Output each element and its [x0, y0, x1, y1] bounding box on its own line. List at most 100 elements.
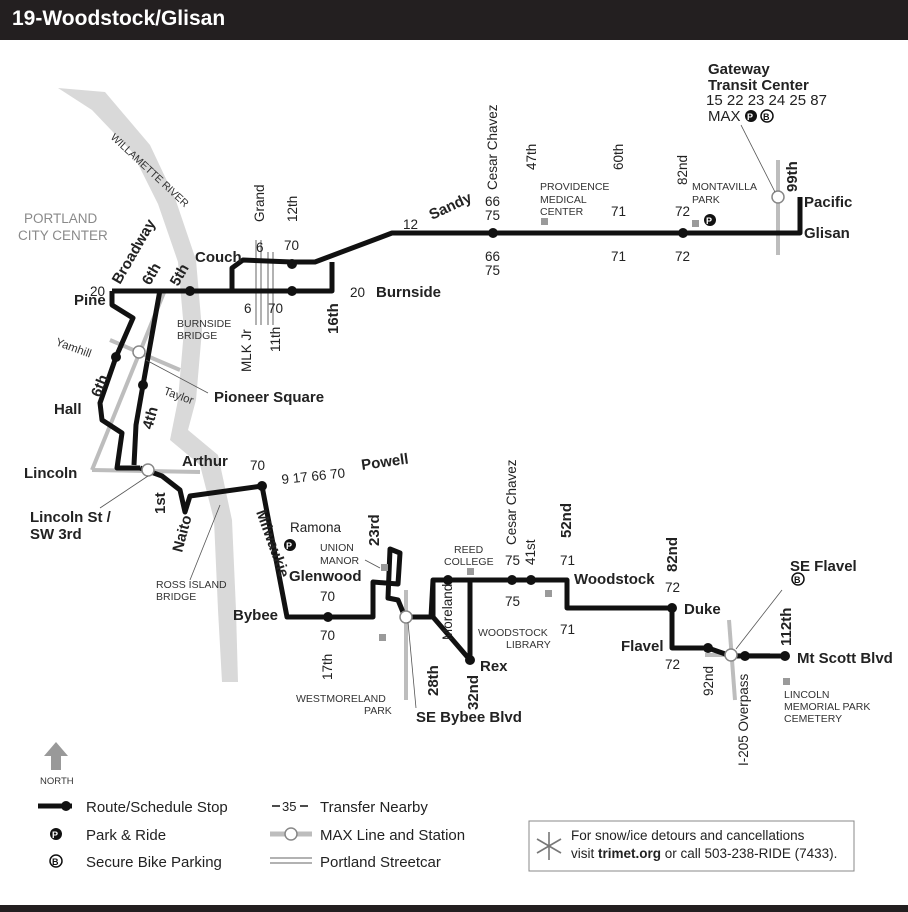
max-station — [399, 610, 413, 624]
bike-parking-icon: B — [760, 109, 774, 123]
street-16th: 16th — [325, 303, 342, 334]
stop — [111, 352, 121, 362]
landmark-reed-1: REED — [454, 544, 484, 556]
max-station — [132, 345, 146, 359]
street-41st: 41st — [523, 539, 538, 565]
landmark-union-manor-2: MANOR — [320, 555, 360, 567]
transfer-71d: 71 — [560, 622, 575, 637]
route-stops — [111, 228, 790, 665]
transfer-70e: 70 — [320, 628, 335, 643]
max-stations — [132, 190, 785, 662]
street-52nd: 52nd — [558, 503, 575, 538]
max-station — [141, 463, 155, 477]
landmark-providence-3: CENTER — [540, 206, 584, 218]
bike-parking-icon: B — [791, 572, 805, 586]
stop — [138, 380, 148, 390]
svg-text:P: P — [747, 112, 753, 122]
notice-line2-pre: visit — [571, 846, 598, 861]
river-label: WILLAMETTE RIVER — [108, 131, 191, 210]
street-32nd: 32nd — [465, 675, 482, 710]
route-19-line — [97, 197, 803, 663]
max-station — [771, 190, 785, 204]
street-23rd: 23rd — [366, 514, 383, 546]
notice-line2: visit trimet.org or call 503-238-RIDE (7… — [571, 846, 837, 861]
transfer-71c: 71 — [560, 553, 575, 568]
street-rex: Rex — [480, 658, 508, 675]
legend-transfer-sample: 35 — [282, 799, 296, 814]
street-pine: Pine — [74, 292, 106, 309]
leader-lines — [99, 124, 783, 709]
stop — [287, 286, 297, 296]
street-naito: Naito — [169, 513, 195, 554]
trimet-link[interactable]: trimet.org — [598, 846, 661, 861]
street-sandy: Sandy — [427, 189, 476, 224]
notice-line2-post: or call 503-238-RIDE (7433). — [661, 846, 837, 861]
stop — [740, 651, 750, 661]
stop — [465, 655, 475, 665]
street-bybee: Bybee — [233, 607, 278, 624]
landmark-westmoreland-2: PARK — [364, 705, 392, 717]
street-glenwood: Glenwood — [289, 568, 362, 585]
landmark-providence-2: MEDICAL — [540, 194, 587, 206]
svg-text:B: B — [794, 575, 801, 585]
gateway-line2: Transit Center — [708, 77, 809, 94]
transfer-66b: 66 — [485, 249, 500, 264]
transfer-72d: 72 — [665, 657, 680, 672]
legend-transfer: Transfer Nearby — [320, 799, 428, 816]
stop — [323, 612, 333, 622]
transfer-71b: 71 — [611, 249, 626, 264]
stop — [678, 228, 688, 238]
street-i205: I-205 Overpass — [736, 673, 751, 766]
street-112th: 112th — [778, 608, 795, 646]
city-center-label-2: CITY CENTER — [18, 228, 108, 243]
street-28th: 28th — [425, 665, 442, 696]
stop — [526, 575, 536, 585]
street-99th: 99th — [784, 161, 801, 192]
street-12th: 12th — [285, 196, 300, 222]
legend-park-ride: Park & Ride — [86, 827, 166, 844]
landmark-reed-2: COLLEGE — [444, 556, 494, 568]
max-station — [724, 648, 738, 662]
transfer-6a: 6 — [256, 240, 264, 255]
landmark-union-manor-1: UNION — [320, 542, 354, 554]
stop — [443, 575, 453, 585]
transfer-20b: 20 — [350, 285, 365, 300]
street-60th: 60th — [611, 144, 626, 170]
landmark-ross-island-2: BRIDGE — [156, 591, 196, 603]
street-11th: 11th — [268, 327, 283, 352]
landmark-lincoln-mem-3: CEMETERY — [784, 713, 842, 725]
landmark-ross-island-1: ROSS ISLAND — [156, 579, 227, 591]
station-se-flavel: SE Flavel — [790, 558, 857, 575]
north-arrow: NORTH — [40, 742, 74, 787]
svg-text:B: B — [763, 112, 770, 122]
transfer-72c: 72 — [665, 580, 680, 595]
street-yamhill: Yamhill — [54, 337, 93, 361]
transfer-70b: 70 — [268, 301, 283, 316]
stop — [185, 286, 195, 296]
park-ride-icon: P — [745, 110, 757, 122]
transfer-75d: 75 — [505, 594, 520, 609]
park-ride-icon: P — [284, 539, 296, 551]
landmark-markers — [379, 218, 790, 685]
street-grand: Grand — [252, 184, 267, 222]
transfer-66a: 66 — [485, 194, 500, 209]
street-glisan: Glisan — [804, 225, 850, 242]
street-92nd: 92nd — [701, 666, 716, 696]
street-47th: 47th — [524, 144, 539, 170]
city-center-label-1: PORTLAND — [24, 211, 98, 226]
transfer-75b: 75 — [485, 263, 500, 278]
transfer-multi: 9 17 66 70 — [281, 465, 346, 487]
svg-text:P: P — [286, 541, 292, 551]
stop — [703, 643, 713, 653]
station-pioneer-square: Pioneer Square — [214, 389, 324, 406]
gateway-line1: Gateway — [708, 61, 770, 78]
street-17th: 17th — [320, 654, 335, 680]
street-couch: Couch — [195, 249, 242, 266]
legend-max: MAX Line and Station — [320, 827, 465, 844]
transfer-72a: 72 — [675, 204, 690, 219]
header-bar: 19-Woodstock/Glisan — [0, 0, 908, 40]
svg-text:B: B — [52, 857, 59, 867]
street-hall: Hall — [54, 401, 82, 418]
landmark-providence-1: PROVIDENCE — [540, 181, 609, 193]
